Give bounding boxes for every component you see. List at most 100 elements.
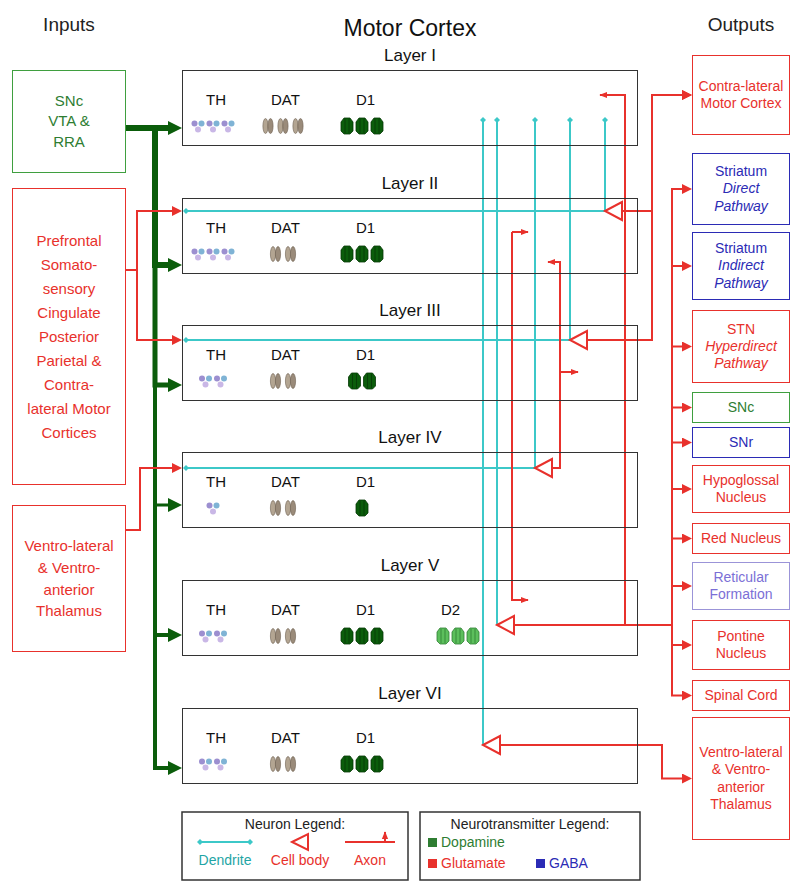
cell-body [483, 736, 500, 754]
receptor-body [467, 628, 479, 644]
cortical-layer: Layer VTHDATD1D2 [182, 580, 638, 656]
receptor-lines [345, 119, 349, 133]
receptor-body [371, 246, 383, 262]
th-part [222, 121, 228, 127]
glutamate-projection [638, 745, 687, 779]
th-icon [199, 759, 212, 771]
receptor-body [356, 118, 368, 134]
th-part [203, 637, 209, 643]
th-part [229, 121, 235, 127]
dopamine-projection [126, 128, 175, 265]
d1-receptor [371, 246, 383, 262]
layer-heading: Layer I [183, 46, 637, 66]
receptor-lines [360, 501, 364, 515]
th-icon [214, 631, 227, 643]
receptor-lines [345, 247, 349, 261]
dat-part [263, 119, 268, 134]
dat-part [298, 119, 303, 134]
dat-part [275, 247, 280, 262]
molecule-label: D1 [356, 346, 375, 363]
d2-receptor [437, 628, 449, 644]
cell-body [497, 616, 514, 634]
dat-icon [285, 247, 295, 262]
th-icon [199, 376, 212, 388]
legend-item: Dopamine [428, 834, 505, 850]
th-part [206, 631, 212, 637]
th-part [225, 255, 231, 261]
th-icon [192, 121, 205, 133]
receptor-body [437, 628, 449, 644]
molecule-label: DAT [271, 219, 300, 236]
axon [560, 371, 578, 373]
receptor-body [364, 373, 376, 389]
th-part [203, 765, 209, 771]
th-part [192, 121, 198, 127]
legend-text: Dopamine [441, 834, 505, 850]
receptor-body [341, 118, 353, 134]
layer-heading: Layer IV [183, 428, 637, 448]
th-part [218, 382, 224, 388]
d1-receptor [349, 373, 361, 389]
box-label: Striatum [715, 240, 767, 257]
box-label: Pontine Nucleus [697, 628, 785, 662]
box-label: Ventro-lateral & Ventro-anterior Thalamu… [697, 744, 785, 812]
box-label: Hypoglossal Nucleus [697, 472, 785, 506]
d1-receptor [356, 756, 368, 772]
input-box: Prefrontal Somato-sensory Cingulate Post… [12, 188, 126, 485]
th-part [206, 376, 212, 382]
dopamine-projection [126, 128, 175, 768]
box-label: Hyperdirect Pathway [697, 338, 785, 372]
dat-part [283, 119, 288, 134]
th-part [214, 121, 220, 127]
layer-heading: Layer II [183, 174, 637, 194]
output-box: StriatumIndirect Pathway [692, 232, 790, 300]
legend-swatch [536, 859, 545, 868]
box-label: Ventro-lateral & Ventro-anterior Thalamu… [23, 535, 115, 622]
th-part [199, 249, 205, 255]
receptor-lines [375, 757, 379, 771]
molecule-label: D1 [356, 601, 375, 618]
th-part [195, 255, 201, 261]
th-part [206, 759, 212, 765]
d1-receptor [371, 628, 383, 644]
receptor-body [356, 756, 368, 772]
molecule-label: DAT [271, 473, 300, 490]
glutamate-projection [638, 539, 687, 626]
th-part [221, 631, 227, 637]
glutamate-projection [638, 95, 687, 340]
dat-part [290, 757, 295, 772]
dat-icon [270, 374, 280, 389]
dat-icon [285, 374, 295, 389]
output-box: Ventro-lateral & Ventro-anterior Thalamu… [692, 717, 790, 840]
dat-icon [270, 757, 280, 772]
dat-part [290, 247, 295, 262]
receptor-body [371, 756, 383, 772]
receptor-lines [375, 629, 379, 643]
dat-part [270, 247, 275, 262]
layer-heading: Layer VI [183, 684, 637, 704]
cortical-layer: Layer ITHDATD1 [182, 70, 638, 146]
dendrite-sample [200, 841, 250, 843]
receptor-lines [456, 629, 460, 643]
axon [587, 339, 638, 341]
cortical-layer: Layer IVTHDATD1 [182, 452, 638, 528]
glutamate-projection [638, 266, 687, 625]
th-part [214, 759, 220, 765]
receptor-lines [360, 757, 364, 771]
th-part [221, 376, 227, 382]
glutamate-projection [638, 189, 687, 625]
dat-part [285, 629, 290, 644]
output-box: Pontine Nucleus [692, 620, 790, 670]
dat-part [285, 501, 290, 516]
d1-receptor [341, 628, 353, 644]
receptor-lines [375, 247, 379, 261]
legend-item: Glutamate [428, 855, 506, 871]
dat-part [270, 629, 275, 644]
legend-text: Axon [354, 852, 386, 868]
dat-part [278, 119, 283, 134]
th-part [229, 249, 235, 255]
cortical-layer: Layer IIITHDATD1 [182, 325, 638, 401]
th-part [192, 249, 198, 255]
legend-heading: Neuron Legend: [182, 816, 408, 832]
d2-receptor [452, 628, 464, 644]
